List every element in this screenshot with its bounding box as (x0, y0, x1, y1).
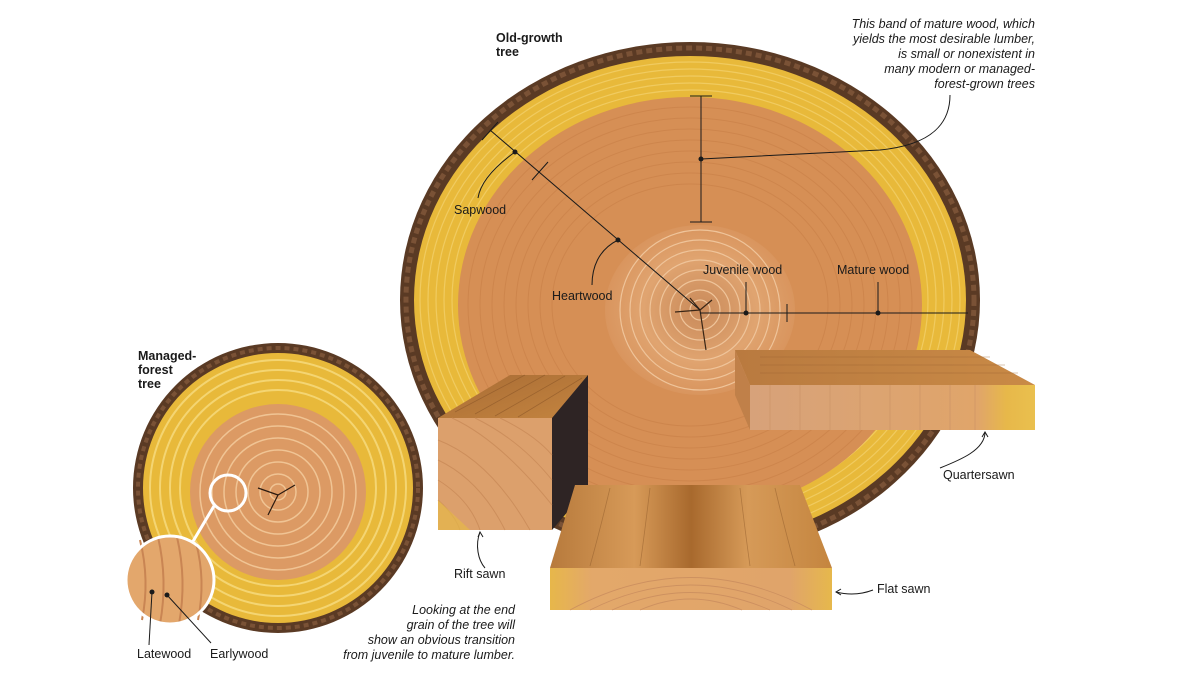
mature-note-line5: forest-grown trees (934, 77, 1035, 91)
quartersawn-top (735, 350, 1035, 385)
quartersawn-front (750, 385, 1035, 430)
mature-note-line3: is small or nonexistent in (898, 47, 1035, 61)
mature-note-line1: This band of mature wood, which (852, 17, 1035, 31)
flat-sawn-front (550, 568, 832, 610)
magnifier-target (208, 473, 248, 513)
managed-forest-cross-section (124, 343, 423, 646)
juvenile-wood-label: Juvenile wood (703, 263, 782, 277)
managed-title-line2: forest (138, 363, 174, 377)
board-leaders (477, 431, 989, 596)
flat-sawn-board (550, 485, 832, 611)
rift-sawn-front (438, 418, 552, 530)
managed-bark-texture (136, 346, 420, 630)
mature-note-line4: many modern or managed- (884, 62, 1035, 76)
managed-title-line3: tree (138, 377, 161, 391)
old-growth-title-line2: tree (496, 45, 519, 59)
sapwood-label: Sapwood (454, 203, 506, 217)
managed-heartwood (190, 404, 366, 580)
end-grain-note-line1: Looking at the end (412, 603, 516, 617)
managed-title-line1: Managed- (138, 349, 196, 363)
rift-sawn-top (438, 375, 588, 418)
heartwood-rings (467, 106, 913, 504)
flat-sawn-label: Flat sawn (877, 582, 931, 596)
juvenile-rings (619, 229, 781, 391)
end-grain-note-line3: show an obvious transition (368, 633, 515, 647)
latewood-label: Latewood (137, 647, 191, 661)
heartwood-label: Heartwood (552, 289, 612, 303)
end-grain-note-line4: from juvenile to mature lumber. (343, 648, 515, 662)
rift-sawn-label: Rift sawn (454, 567, 505, 581)
mature-note-line2: yields the most desirable lumber, (852, 32, 1035, 46)
quartersawn-board (735, 350, 1035, 430)
magnifier-detail (124, 534, 216, 626)
old-growth-annotations (477, 94, 968, 322)
end-grain-note-line2: grain of the tree will (407, 618, 517, 632)
old-growth-title-line1: Old-growth (496, 31, 563, 45)
earlywood-label: Earlywood (210, 647, 268, 661)
flat-sawn-top (550, 485, 832, 568)
quartersawn-side (735, 350, 750, 430)
quartersawn-label: Quartersawn (943, 468, 1015, 482)
mature-wood-label: Mature wood (837, 263, 909, 277)
